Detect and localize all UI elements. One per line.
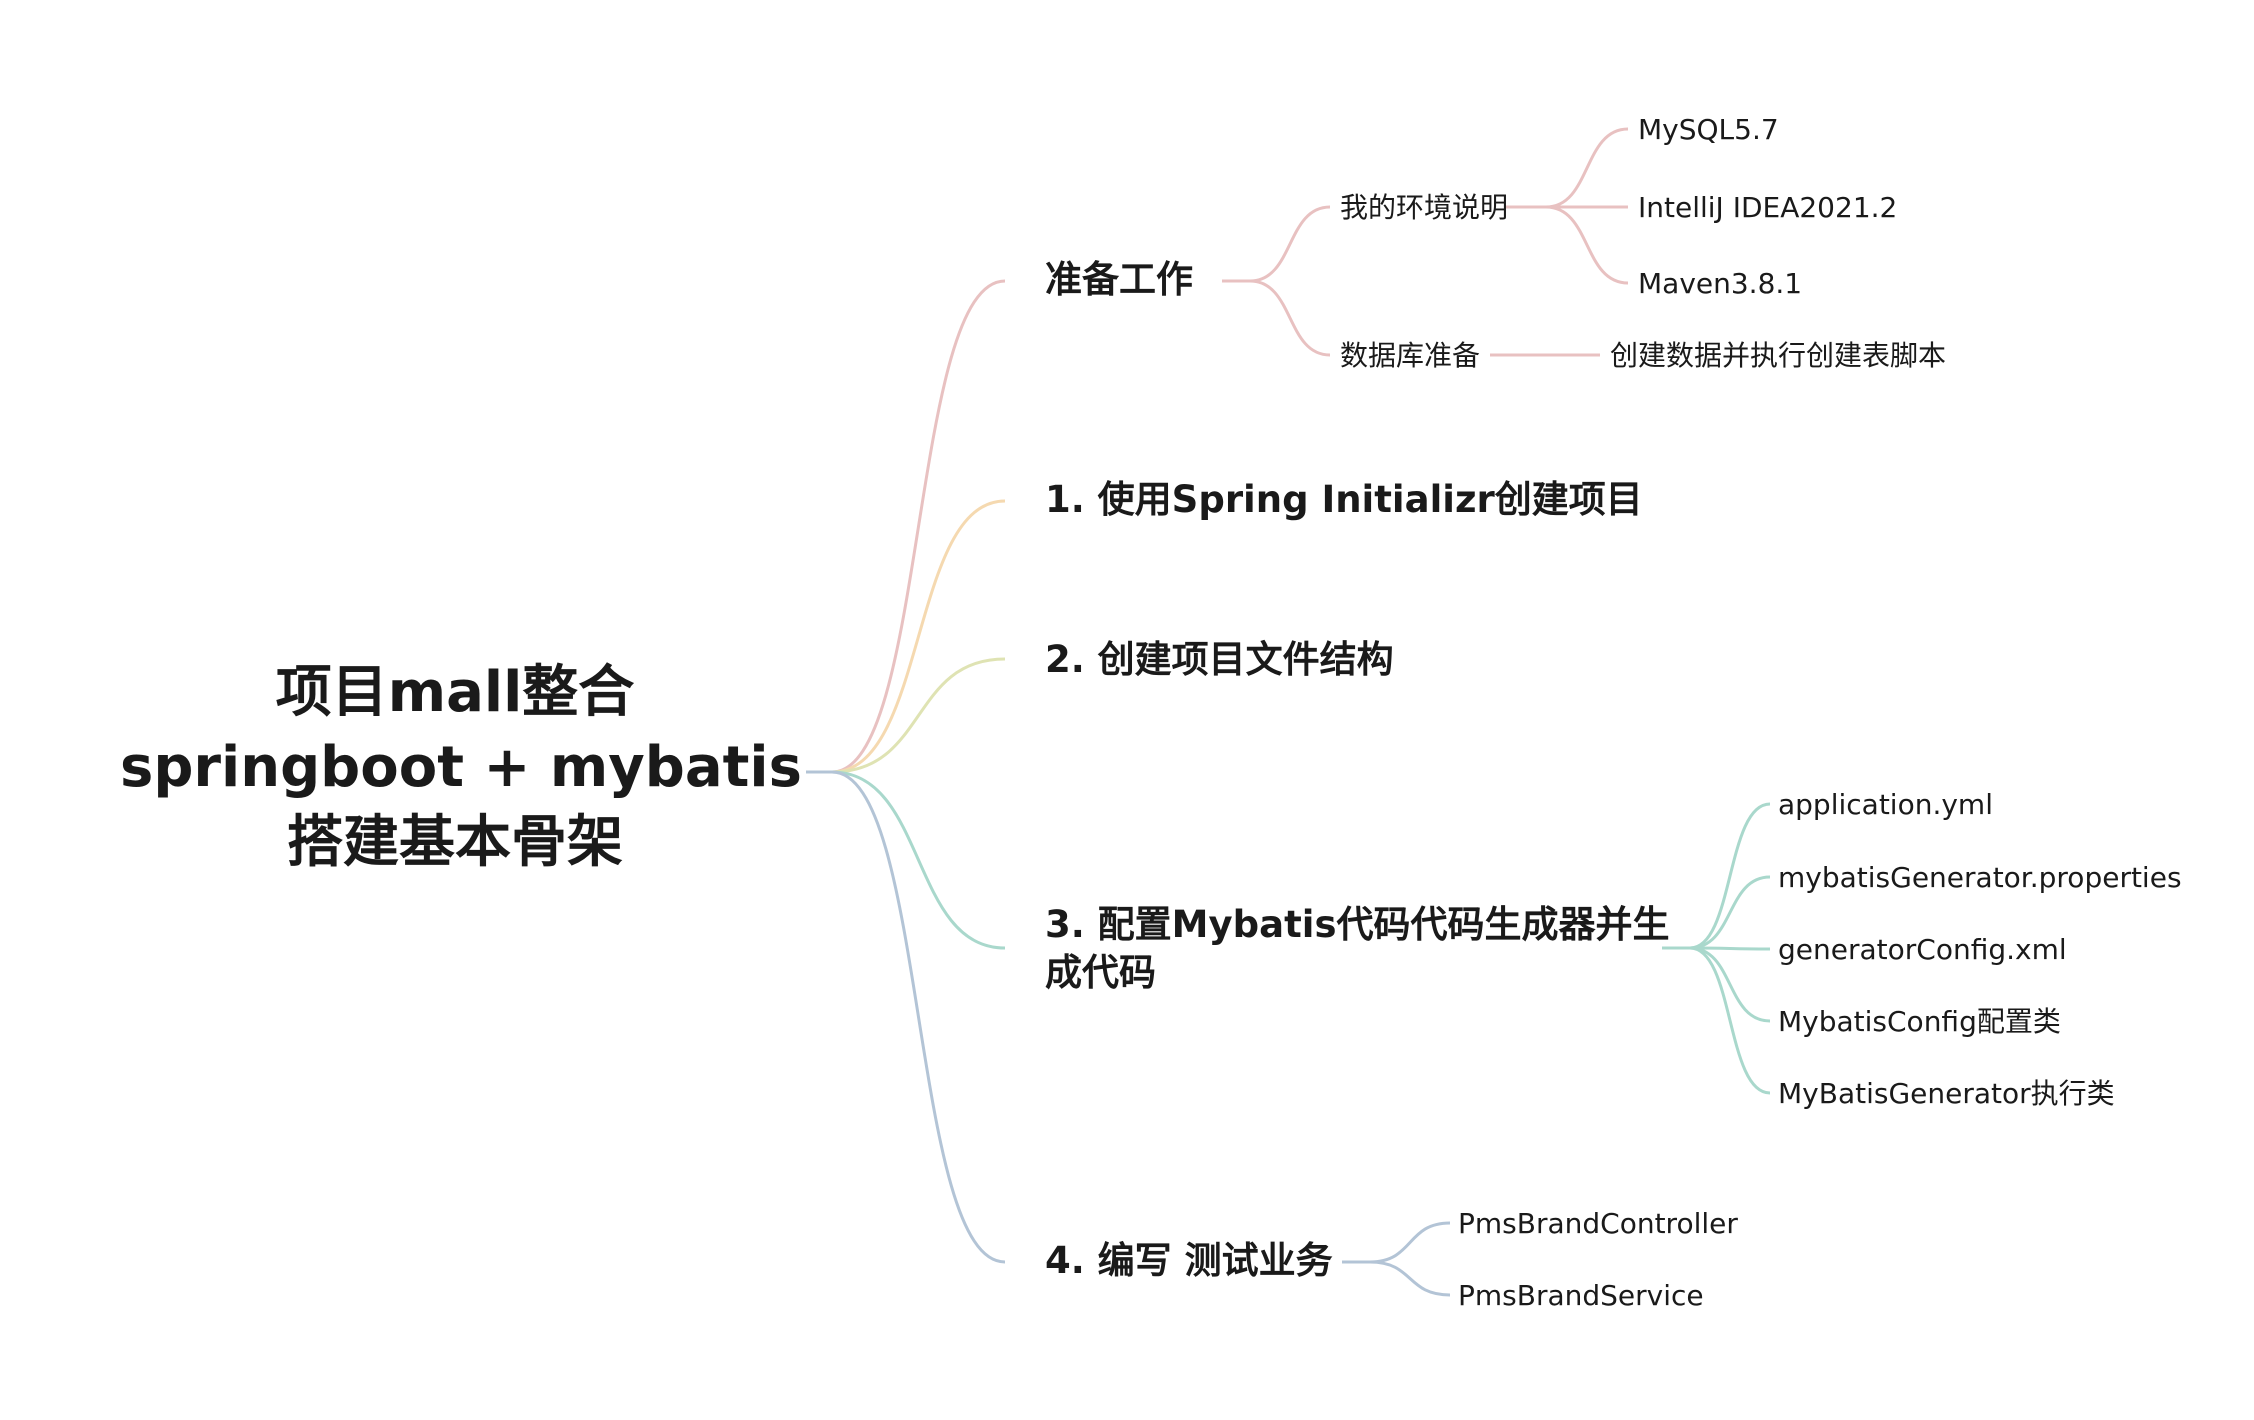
node-environment: 我的环境说明: [1340, 191, 1509, 224]
leaf-mybatis-generator-runner: MyBatisGenerator执行类: [1778, 1077, 2115, 1110]
branch-spring-initializr: 1. 使用Spring Initializr创建项目: [1045, 478, 1643, 521]
root-title-line-3: 搭建基本骨架: [287, 810, 623, 875]
leaf-maven: Maven3.8.1: [1638, 267, 1803, 300]
prep-db-connector: [1249, 279, 1331, 357]
leaf-pms-brand-controller: PmsBrandController: [1458, 1207, 1738, 1240]
mybatis-leaf-connector-0: [1689, 802, 1771, 950]
branch-test-business: 4. 编写 测试业务: [1045, 1239, 1333, 1282]
leaf-mysql: MySQL5.7: [1638, 113, 1779, 146]
branch-prep-work: 准备工作: [1045, 258, 1193, 301]
root-connector-1: [831, 499, 1006, 774]
prep-env-connector: [1249, 205, 1331, 283]
leaf-generator-properties: mybatisGenerator.properties: [1778, 861, 2182, 894]
root-connector-4: [831, 770, 1006, 1264]
mybatis-leaf-connector-1: [1689, 875, 1771, 950]
branch-mybatis-generator-line-1: 3. 配置Mybatis代码代码生成器并生: [1045, 903, 1670, 946]
leaf-create-db: 创建数据并执行创建表脚本: [1610, 339, 1947, 372]
branch-mybatis-generator-line-2: 成代码: [1045, 951, 1156, 994]
node-database-prep: 数据库准备: [1340, 339, 1481, 372]
leaf-mybatis-config: MybatisConfig配置类: [1778, 1005, 2061, 1038]
branch-file-structure: 2. 创建项目文件结构: [1045, 638, 1394, 681]
root-title-line-2: springboot + mybatis: [120, 735, 802, 800]
root-title-line-1: 项目mall整合: [275, 660, 635, 725]
mybatis-leaf-connector-4: [1689, 946, 1771, 1095]
mybatis-leaf-connector-3: [1689, 946, 1771, 1023]
env-mysql-connector: [1545, 127, 1629, 209]
root-connector-3: [831, 770, 1006, 950]
branch-mybatis-generator: 3. 配置Mybatis代码代码生成器并生 成代码: [1045, 901, 1669, 997]
leaf-generator-config: generatorConfig.xml: [1778, 933, 2067, 966]
leaf-application-yml: application.yml: [1778, 788, 1993, 821]
root-connector-0: [831, 279, 1006, 774]
root-connector-2: [831, 657, 1006, 774]
test-service-connector: [1369, 1260, 1451, 1297]
test-controller-connector: [1369, 1221, 1451, 1264]
leaf-intellij: IntelliJ IDEA2021.2: [1638, 191, 1898, 224]
mybatis-leaf-connector-2: [1689, 946, 1771, 951]
root-node-title: 项目mall整合 springboot + mybatis 搭建基本骨架: [120, 655, 802, 880]
env-maven-connector: [1545, 205, 1629, 285]
leaf-pms-brand-service: PmsBrandService: [1458, 1279, 1704, 1312]
